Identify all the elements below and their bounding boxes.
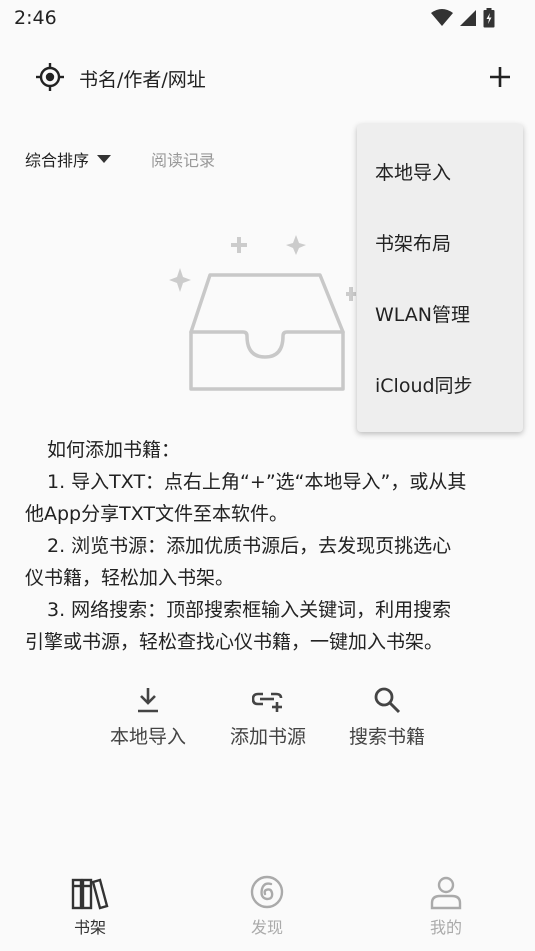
signal-icon (460, 10, 476, 26)
status-bar: 2:46 (0, 0, 535, 38)
help-line: 2. 浏览书源：添加优质书源后，去发现页挑选心 (47, 535, 452, 557)
help-line: 1. 导入TXT：点右上角“+”选“本地导入”，或从其 (47, 471, 467, 493)
action-label: 搜索书籍 (348, 726, 425, 748)
menu-item-local-import[interactable]: 本地导入 (375, 162, 452, 184)
search-bar[interactable]: 书名/作者/网址 (0, 56, 535, 100)
menu-item-icloud-sync[interactable]: iCloud同步 (375, 375, 473, 397)
help-line: 仪书籍，轻松加入书架。 (25, 567, 235, 589)
add-link-icon (252, 692, 283, 712)
nav-profile[interactable]: 我的 (406, 872, 486, 938)
overflow-menu: 本地导入 书架布局 WLAN管理 iCloud同步 (357, 124, 523, 432)
action-label: 添加书源 (229, 726, 306, 748)
reading-history-link[interactable]: 阅读记录 (151, 151, 216, 170)
wifi-icon (431, 9, 453, 26)
help-line: 引擎或书源，轻松查找心仪书籍，一键加入书架。 (25, 631, 444, 653)
nav-label: 我的 (429, 918, 462, 937)
nav-label: 发现 (250, 918, 283, 937)
nav-label: 书架 (73, 918, 106, 937)
add-icon[interactable] (483, 60, 517, 94)
help-line: 3. 网络搜索：顶部搜索框输入关键词，利用搜索 (47, 599, 452, 621)
quick-actions: 本地导入 添加书源 搜索书籍 (0, 686, 535, 756)
bookshelf-icon (71, 878, 109, 910)
help-title: 如何添加书籍： (47, 439, 181, 461)
search-books-button[interactable]: 搜索书籍 (344, 686, 430, 749)
status-time: 2:46 (14, 7, 57, 29)
action-label: 本地导入 (109, 726, 186, 748)
menu-item-shelf-layout[interactable]: 书架布局 (375, 233, 452, 255)
search-input[interactable]: 书名/作者/网址 (79, 69, 206, 91)
bottom-nav: 书架 发现 我的 (0, 872, 535, 942)
local-import-button[interactable]: 本地导入 (106, 686, 190, 749)
discover-icon (250, 875, 284, 909)
nav-discover[interactable]: 发现 (227, 872, 307, 938)
caret-down-icon (97, 155, 112, 163)
sort-dropdown[interactable]: 综合排序 (25, 146, 112, 172)
empty-inbox-illustration (169, 235, 356, 391)
nav-bookshelf[interactable]: 书架 (50, 872, 130, 938)
download-icon (138, 688, 158, 713)
help-line: 他App分享TXT文件至本软件。 (25, 503, 289, 525)
battery-icon (483, 8, 495, 28)
locate-icon[interactable] (35, 62, 65, 92)
menu-item-wlan[interactable]: WLAN管理 (375, 304, 471, 326)
sort-label: 综合排序 (25, 151, 90, 170)
help-text: 如何添加书籍： 1. 导入TXT：点右上角“+”选“本地导入”，或从其 他App… (25, 434, 505, 658)
search-icon (374, 687, 401, 714)
status-icons (431, 8, 495, 28)
profile-icon (430, 876, 462, 910)
add-source-button[interactable]: 添加书源 (225, 686, 311, 749)
